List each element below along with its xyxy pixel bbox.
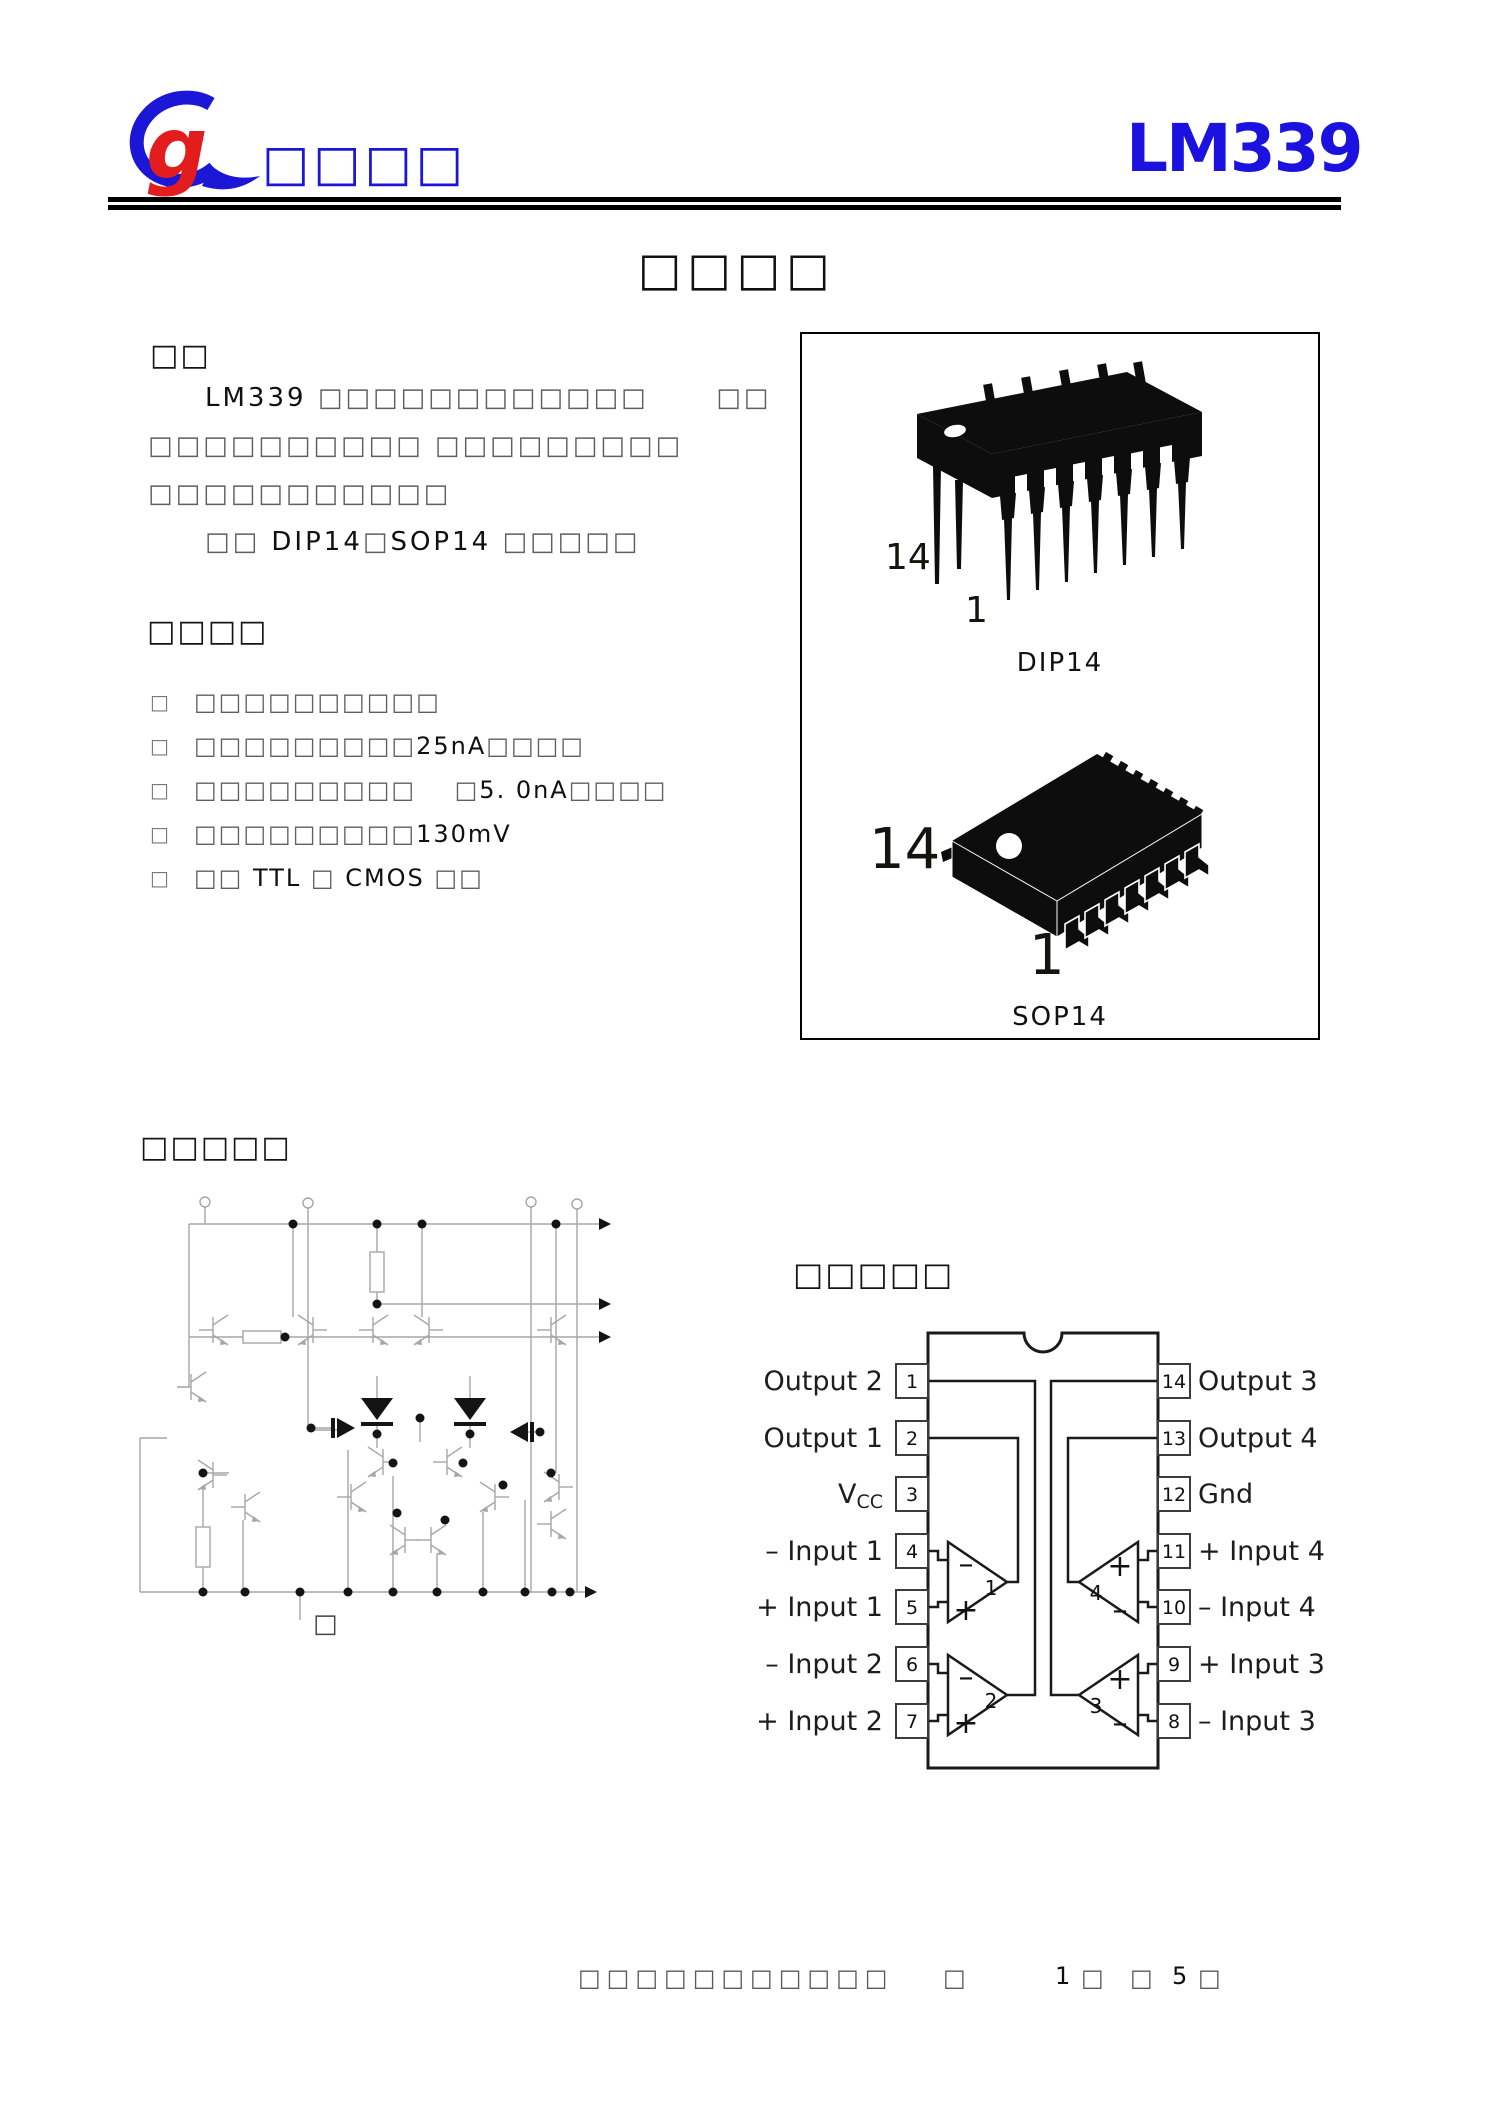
footer-total-marker: □	[1130, 1964, 1153, 1992]
feature-item: □ □□□□□□□□□25nA□□□□	[150, 732, 585, 760]
ic-body	[926, 1331, 1160, 1770]
svg-text:13: 13	[1162, 1428, 1186, 1450]
svg-text:5: 5	[906, 1597, 918, 1619]
internal-circuit-diagram: □	[139, 1196, 611, 1639]
pin-label-gnd: Gnd	[1198, 1479, 1253, 1510]
overview-line: □□□□□□□□□□□	[148, 479, 452, 509]
pin-label-output3: Output 3	[1198, 1366, 1318, 1397]
overview-heading: □□	[150, 338, 211, 373]
dip14-caption: DIP14	[1016, 648, 1104, 678]
svg-text:–: –	[959, 1547, 974, 1582]
pin-label-output2: Output 2	[763, 1366, 883, 1397]
bullet-icon: □	[150, 866, 171, 890]
bullet-icon: □	[150, 778, 171, 802]
svg-text:6: 6	[906, 1654, 918, 1676]
svg-text:7: 7	[906, 1711, 918, 1733]
part-number: LM339	[1126, 110, 1364, 187]
dip-pin14-label: 14	[885, 537, 931, 578]
pin-label-minus-input1: – Input 1	[765, 1536, 883, 1567]
footer-page-number: 1	[1055, 1962, 1071, 1990]
header-rule	[108, 197, 1341, 210]
feature-item: □ □□□□□□□□□ □5. 0nA□□□□	[150, 776, 668, 804]
features-heading: □□□□	[147, 614, 269, 649]
pin-diagram-heading: □□□□□	[793, 1255, 955, 1293]
comparator-4-number: 4	[1090, 1581, 1103, 1605]
pin-label-plus-input3: + Input 3	[1198, 1649, 1325, 1680]
overview-line: □□□□□□□□□□ □□□□□□□□□	[148, 431, 684, 461]
svg-text:2: 2	[906, 1428, 918, 1450]
comparator-1-number: 1	[985, 1576, 998, 1600]
svg-text:3: 3	[906, 1484, 918, 1506]
circuit-heading: □□□□□	[140, 1130, 292, 1165]
pin-label-minus-input3: – Input 3	[1198, 1706, 1316, 1737]
bullet-icon: □	[150, 690, 171, 714]
svg-text:12: 12	[1162, 1484, 1186, 1506]
svg-text:g: g	[146, 99, 208, 199]
doc-title: □□□□	[638, 242, 836, 296]
bullet-icon: □	[150, 734, 171, 758]
bullet-icon: □	[150, 822, 171, 846]
svg-text:8: 8	[1168, 1711, 1180, 1733]
pin-label-plus-input1: + Input 1	[756, 1592, 883, 1623]
company-logo-icon: g	[129, 90, 260, 199]
svg-text:10: 10	[1162, 1597, 1186, 1619]
feature-item: □ □□□□□□□□□130mV	[150, 820, 512, 848]
package-panel: 14 1 DIP14	[800, 332, 1320, 1040]
pin-label-minus-input4: – Input 4	[1198, 1592, 1316, 1623]
dip14-illustration: 14 1	[885, 361, 1202, 631]
pin-label-plus-input4: + Input 4	[1198, 1536, 1325, 1567]
comparator-2-number: 2	[985, 1689, 998, 1713]
dip-pin1-label: 1	[965, 590, 988, 631]
footer-total-number: 5	[1172, 1962, 1188, 1990]
footer-page-unit: □	[1081, 1964, 1104, 1992]
svg-text:1: 1	[906, 1371, 918, 1393]
sop-pin1-label: 1	[1029, 923, 1065, 988]
svg-text:+: +	[1107, 1662, 1132, 1697]
pin-connection-diagram: – + – + + – + – 1 2 4 3 1	[756, 1331, 1325, 1770]
svg-text:+: +	[953, 1706, 978, 1741]
pin-label-output4: Output 4	[1198, 1423, 1318, 1454]
sop-pin14-label: 14	[869, 817, 940, 882]
pin-label-vcc: VCC	[838, 1479, 883, 1513]
svg-text:4: 4	[906, 1541, 918, 1563]
pin-label-plus-input2: + Input 2	[756, 1706, 883, 1737]
svg-text:+: +	[1107, 1549, 1132, 1584]
svg-text:–: –	[959, 1660, 974, 1695]
footer-page-marker: □	[943, 1964, 966, 1992]
feature-item: □ □□□□□□□□□□	[150, 688, 441, 716]
svg-text:–: –	[1113, 1593, 1128, 1628]
comparator-3-number: 3	[1090, 1694, 1103, 1718]
svg-text:–: –	[1113, 1706, 1128, 1741]
footer-company: □□□□□□□□□□□	[578, 1964, 894, 1992]
company-logo-text: □□□□	[262, 134, 467, 192]
pin-label-minus-input2: – Input 2	[765, 1649, 883, 1680]
feature-item: □ □□ TTL □ CMOS □□	[150, 864, 484, 892]
sop14-illustration: 14 1	[869, 749, 1210, 988]
svg-text:14: 14	[1162, 1371, 1186, 1393]
overview-line: □□ DIP14□SOP14 □□□□□	[205, 527, 641, 557]
footer-total-unit: □	[1198, 1964, 1221, 1992]
pin-label-output1: Output 1	[763, 1423, 883, 1454]
svg-text:9: 9	[1168, 1654, 1180, 1676]
sop14-caption: SOP14	[1012, 1002, 1108, 1032]
svg-text:11: 11	[1162, 1541, 1186, 1563]
svg-text:+: +	[953, 1593, 978, 1628]
overview-line: LM339 □□□□□□□□□□□□ □□	[205, 383, 772, 413]
circuit-ground-label: □	[313, 1609, 338, 1639]
